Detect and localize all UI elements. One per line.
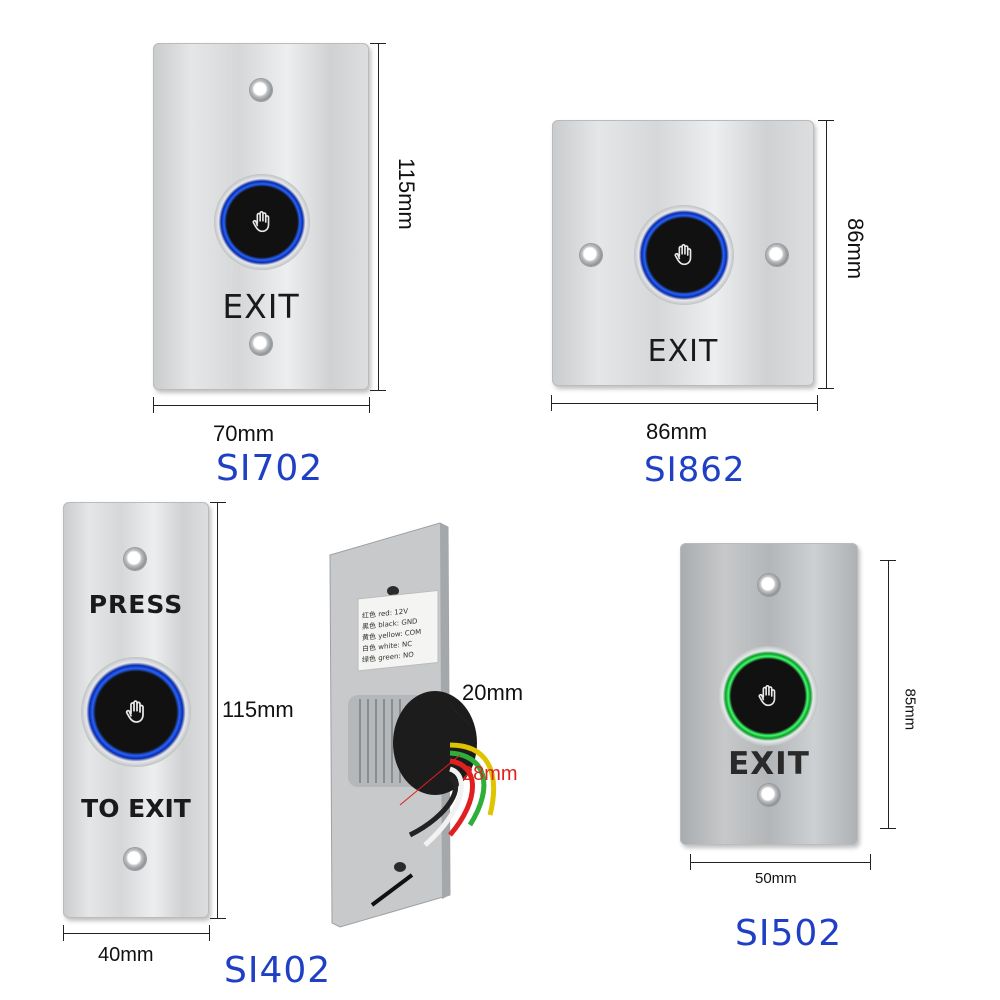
si502-height-label: 85mm	[901, 688, 919, 731]
dimension-tick	[551, 395, 552, 411]
height-dimension-line	[826, 120, 827, 388]
dimension-tick	[63, 925, 64, 941]
si502-width-label: 50mm	[755, 870, 797, 887]
hand-icon	[634, 205, 734, 305]
screw-hole-icon	[758, 574, 780, 596]
touchless-exit-button	[214, 174, 310, 270]
touchless-exit-button	[634, 205, 734, 305]
dimension-tick	[880, 828, 896, 829]
si402-back-view-drawing	[329, 522, 497, 928]
height-dimension-line	[378, 43, 379, 390]
plate-to-exit-label: TO EXIT	[81, 794, 191, 823]
si402-plate: PRESS TO EXIT	[63, 502, 209, 918]
dimension-tick	[818, 120, 834, 121]
si502-model-label: SI502	[735, 913, 843, 954]
height-dimension-line	[217, 502, 218, 918]
si702-width-label: 70mm	[213, 421, 275, 446]
plate-exit-label: EXIT	[647, 334, 719, 369]
si402-back-view: 红色 red: 12V 黑色 black: GND 黄色 yellow: COM…	[300, 515, 560, 935]
dimension-tick	[209, 925, 210, 941]
si702-plate: EXIT	[153, 43, 369, 390]
si402-button-diameter-label: 28mm	[462, 763, 518, 785]
hand-icon	[81, 657, 191, 767]
dimension-tick	[210, 918, 226, 919]
screw-hole-icon	[124, 848, 146, 870]
screw-hole-icon	[580, 244, 602, 266]
si862-model-label: SI862	[644, 450, 746, 490]
width-dimension-line	[551, 403, 817, 404]
dimension-tick	[370, 43, 386, 44]
dimension-tick	[880, 560, 896, 561]
plate-exit-label: EXIT	[222, 287, 300, 326]
plate-press-label: PRESS	[88, 590, 184, 619]
touchless-exit-button	[718, 646, 818, 746]
hand-icon	[718, 646, 818, 746]
dimension-tick	[369, 397, 370, 413]
si402-button-depth-label: 20mm	[462, 680, 524, 705]
dimension-tick	[153, 397, 154, 413]
wiring-sticker: 红色 red: 12V 黑色 black: GND 黄色 yellow: COM…	[362, 603, 440, 666]
si862-height-label: 86mm	[843, 218, 868, 280]
screw-hole-icon	[758, 784, 780, 806]
si502-plate: EXIT	[680, 543, 858, 845]
dimension-tick	[870, 854, 871, 870]
si862-width-label: 86mm	[646, 419, 708, 444]
width-dimension-line	[63, 933, 209, 934]
si702-model-label: SI702	[216, 448, 324, 489]
dimension-tick	[210, 502, 226, 503]
dimension-tick	[817, 395, 818, 411]
dimension-tick	[818, 388, 834, 389]
width-dimension-line	[690, 862, 870, 863]
si702-height-label: 115mm	[394, 158, 419, 230]
si402-width-label: 40mm	[98, 944, 154, 966]
screw-hole-icon	[250, 79, 272, 101]
si402-height-label: 115mm	[222, 697, 294, 723]
height-dimension-line	[888, 560, 889, 828]
dimension-tick	[370, 390, 386, 391]
si862-plate: EXIT	[552, 120, 814, 386]
plate-exit-label: EXIT	[728, 746, 810, 782]
screw-hole-icon	[250, 333, 272, 355]
screw-hole-icon	[766, 244, 788, 266]
dimension-tick	[690, 854, 691, 870]
width-dimension-line	[153, 405, 369, 406]
touchless-exit-button	[81, 657, 191, 767]
hand-icon	[214, 174, 310, 270]
screw-hole-icon	[124, 548, 146, 570]
si402-model-label: SI402	[224, 950, 332, 991]
